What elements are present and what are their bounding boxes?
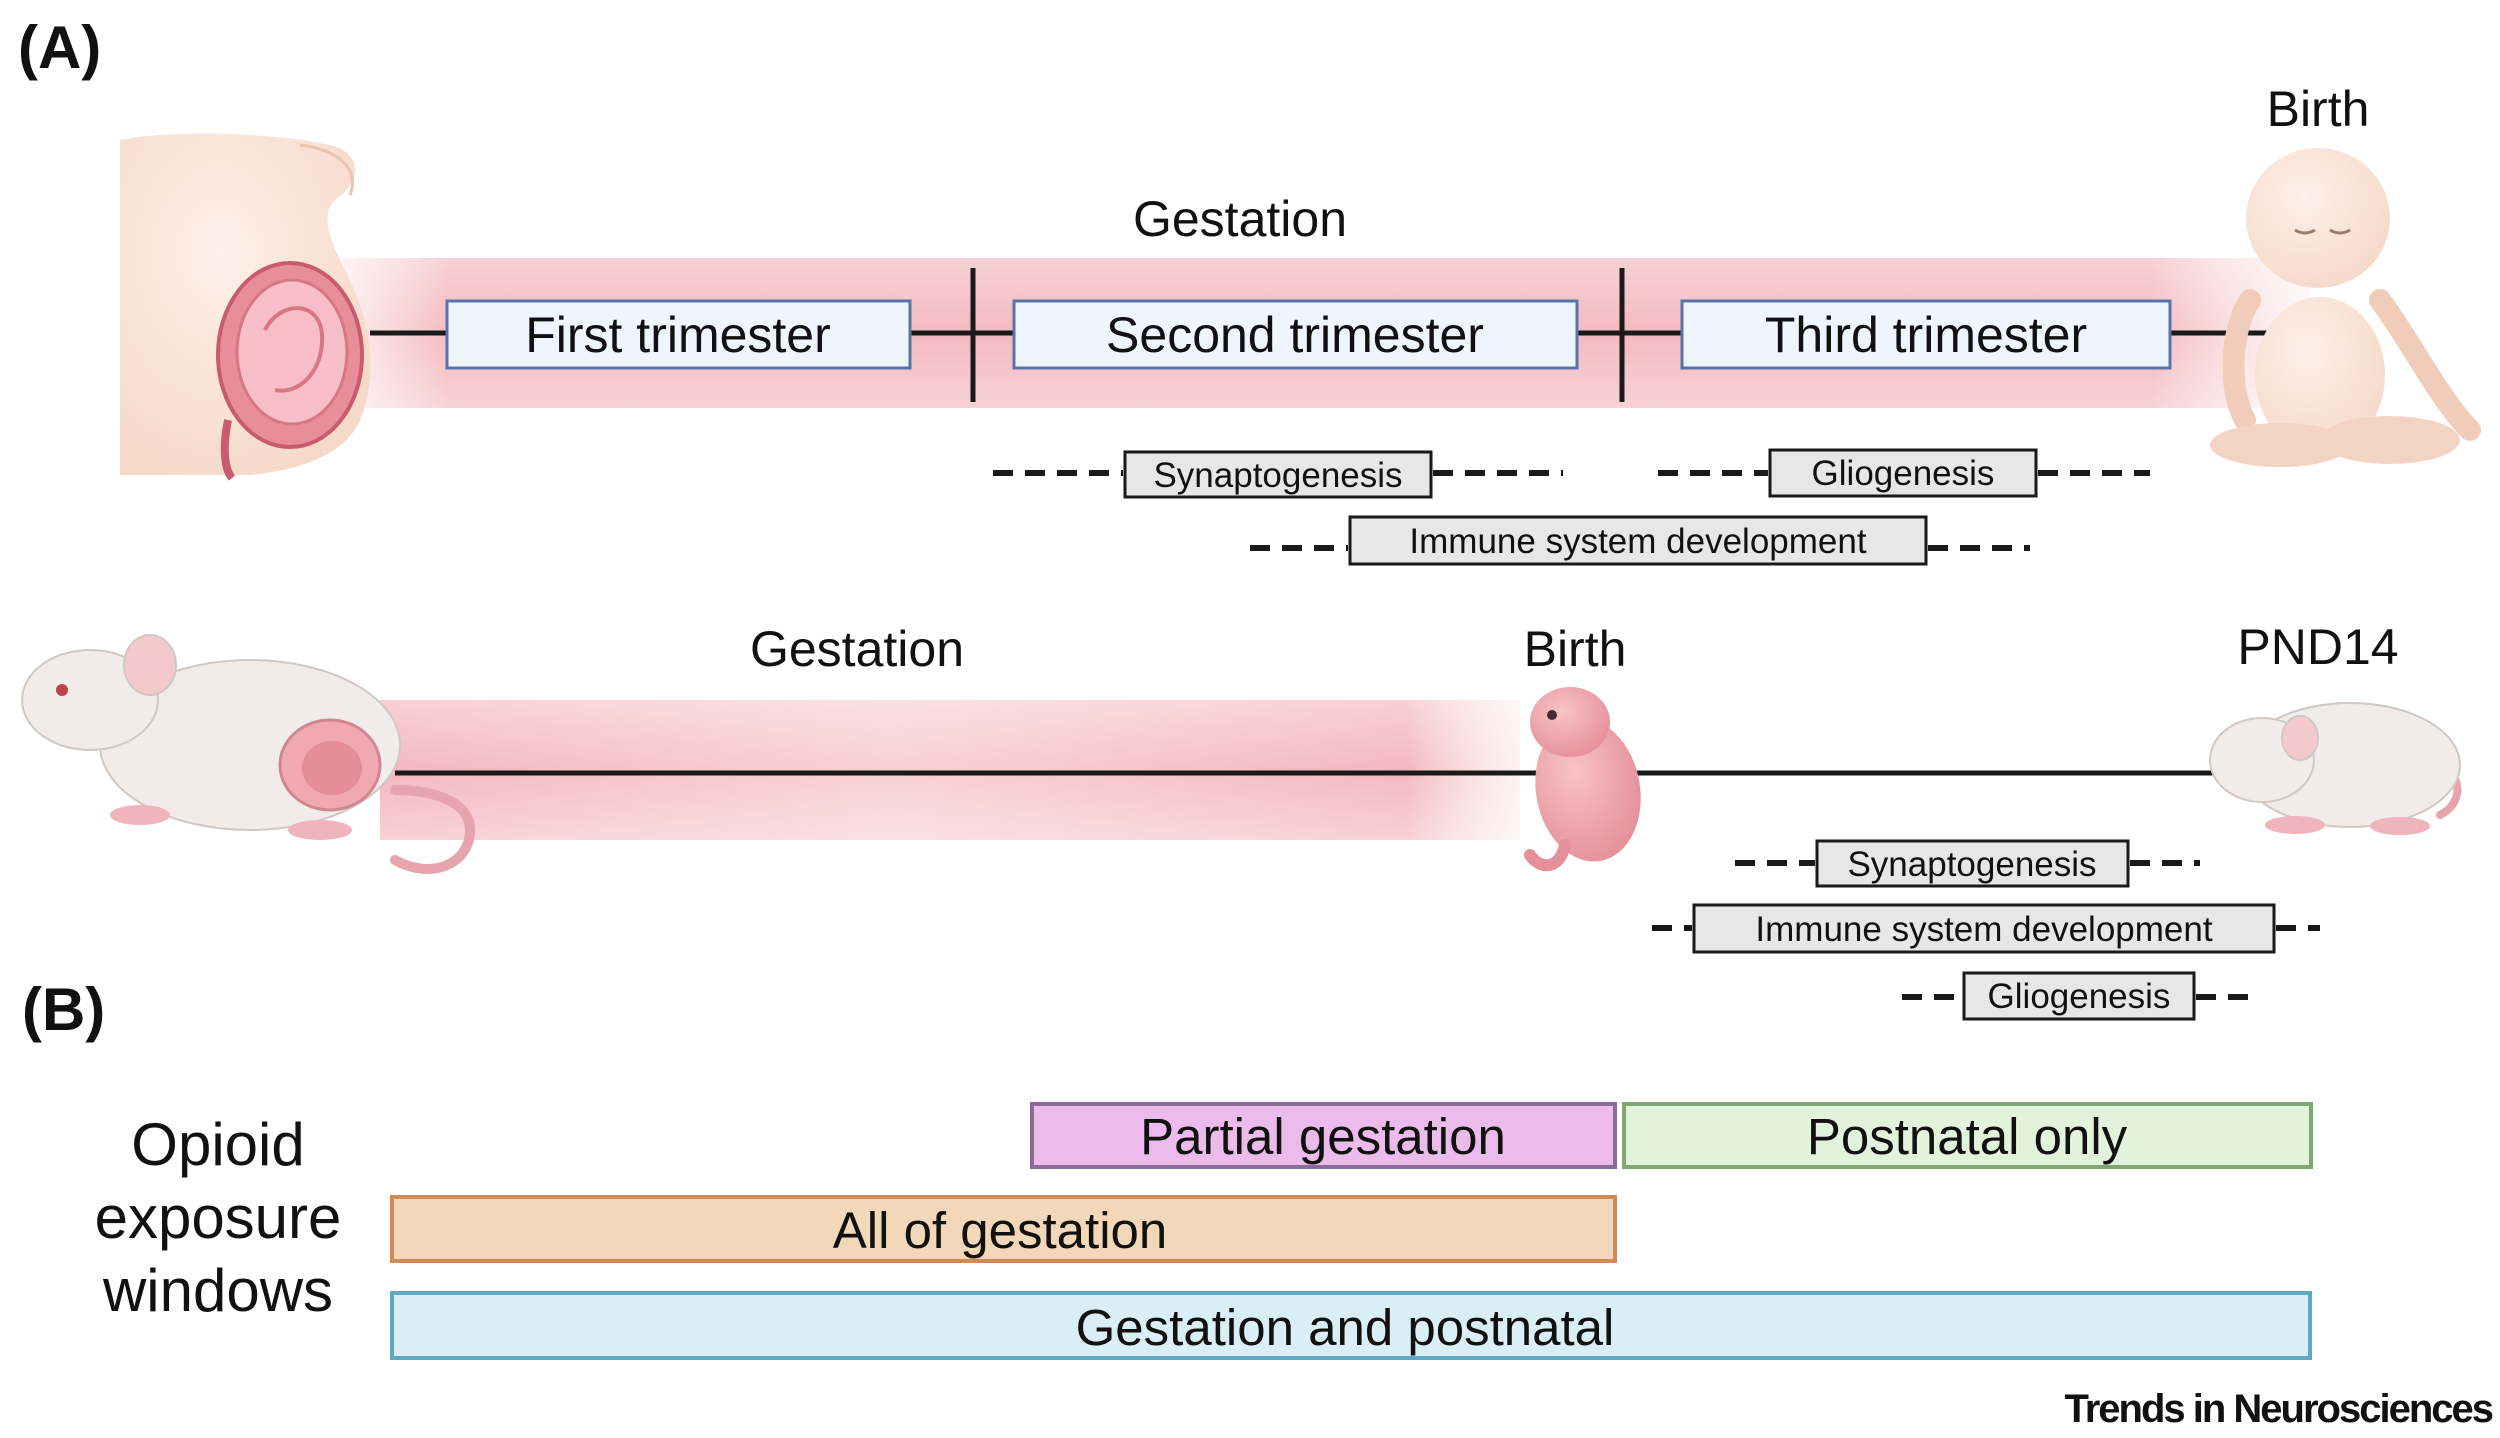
rodent-immune-box: [1692, 903, 2276, 954]
juvenile-rat-illustration: [2209, 702, 2462, 835]
panel-b-label: (B): [22, 976, 105, 1043]
infant-body: [2255, 297, 2385, 453]
human-gliogenesis-label: Gliogenesis: [1812, 454, 1995, 493]
pregnant-woman-illustration: [120, 133, 371, 481]
fetus: [235, 278, 349, 426]
human-immune-box: [1348, 515, 1928, 566]
third-trimester-box: [1680, 299, 2172, 370]
human-gliogenesis-box: [1768, 448, 2038, 498]
rodent-immune-label: Immune system development: [1755, 910, 2212, 949]
second-trimester-label: Second trimester: [1106, 307, 1484, 363]
human-processes: [993, 470, 2150, 551]
journal-credit: Trends in Neurosciences: [2064, 1387, 2492, 1431]
exposure-title-line-1: Opioid: [131, 1111, 304, 1178]
all-of-gestation-bar: [390, 1195, 1617, 1263]
pregnant-rat-illustration: [21, 634, 476, 874]
newborn-pup-illustration: [1524, 687, 1641, 872]
exposure-title-line-3: windows: [102, 1257, 333, 1324]
rodent-synaptogenesis-label: Synaptogenesis: [1847, 845, 2096, 884]
rodent-gestation-label: Gestation: [750, 621, 964, 677]
infant-illustration: [2210, 148, 2481, 467]
gestation-and-postnatal-label: Gestation and postnatal: [1076, 1299, 1615, 1356]
gestation-and-postnatal-bar: [390, 1291, 2312, 1360]
all-of-gestation-label: All of gestation: [833, 1202, 1168, 1259]
rodent-synaptogenesis-box: [1815, 839, 2130, 888]
panel-a-label: (A): [18, 14, 101, 81]
rodent-processes: [1652, 860, 2320, 1000]
first-trimester-label: First trimester: [525, 307, 831, 363]
second-trimester-box: [1012, 299, 1579, 370]
first-trimester-box: [445, 299, 912, 370]
human-immune-label: Immune system development: [1409, 522, 1866, 561]
third-trimester-label: Third trimester: [1765, 307, 2087, 363]
human-gestation-label: Gestation: [1133, 191, 1347, 247]
rodent-birth-label: Birth: [1524, 621, 1627, 677]
human-synaptogenesis-box: [1123, 450, 1433, 499]
postnatal-only-bar: [1622, 1102, 2313, 1169]
exposure-title-line-2: exposure: [95, 1184, 342, 1251]
human-birth-label: Birth: [2267, 81, 2370, 137]
partial-gestation-bar: [1030, 1102, 1617, 1169]
human-synaptogenesis-label: Synaptogenesis: [1153, 456, 1402, 495]
rodent-pnd14-label: PND14: [2237, 619, 2398, 675]
rodent-gliogenesis-label: Gliogenesis: [1988, 977, 2171, 1016]
postnatal-only-label: Postnatal only: [1807, 1108, 2128, 1165]
rodent-gliogenesis-box: [1962, 971, 2196, 1021]
rodent-timeline: Gestation Birth PND14: [380, 619, 2399, 840]
human-timeline: Gestation Birth First trimester Second t…: [330, 81, 2369, 408]
partial-gestation-label: Partial gestation: [1140, 1108, 1506, 1165]
infant-head: [2246, 148, 2390, 288]
